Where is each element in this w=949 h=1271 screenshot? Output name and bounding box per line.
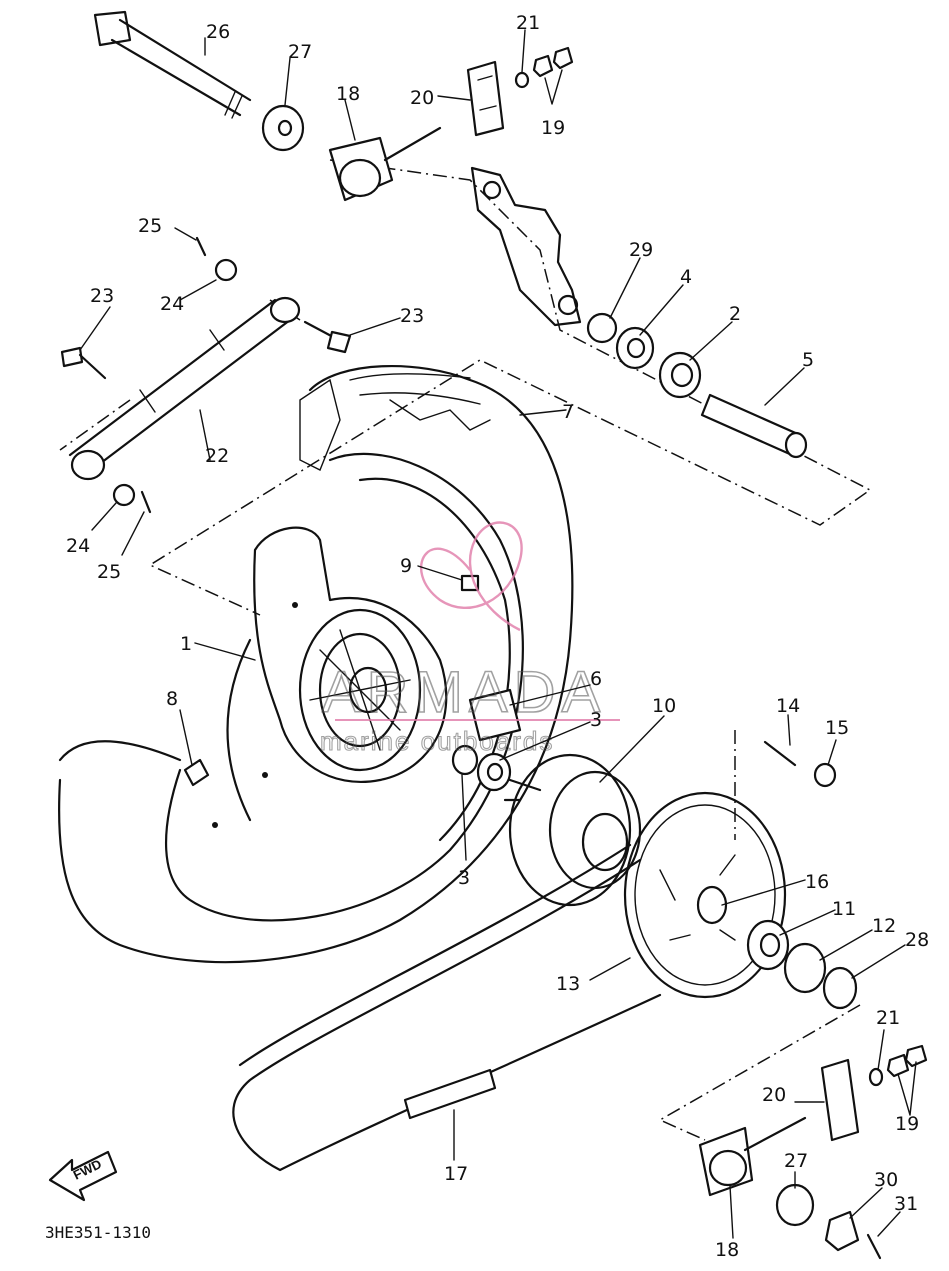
bearing-11 [746,919,790,971]
label-9: 9 [400,555,412,577]
label-20-bottom: 20 [762,1084,786,1106]
label-10: 10 [652,695,676,717]
rear-wheel-assembly [58,364,574,964]
spacer-5 [700,393,808,459]
washer-27-top [261,104,305,152]
drawing-code: 3HE351-1310 [45,1223,151,1242]
chain-puller-20-top [466,60,505,137]
collar-29 [586,312,618,344]
part-number-labels: 26 27 18 20 21 19 29 4 2 5 7 25 24 23 23… [66,12,929,1261]
nut-15 [813,762,837,788]
label-18-bottom: 18 [715,1239,739,1261]
label-26: 26 [206,21,230,43]
stud-14 [763,740,797,767]
torque-rod-22 [68,296,301,481]
label-17: 17 [444,1163,468,1185]
washer-27-bottom [775,1183,815,1227]
washer-21-bottom [868,1067,884,1087]
label-22: 22 [205,445,229,467]
label-21-top: 21 [516,12,540,34]
label-27-top: 27 [288,41,312,63]
castle-nut-30 [824,1210,860,1252]
chain-puller-20-bottom [820,1058,860,1142]
label-18-top: 18 [336,83,360,105]
nuts-19-bottom [886,1044,928,1078]
nut-24-bottom [112,483,136,507]
label-14: 14 [776,695,800,717]
bolt-23-right [303,320,352,354]
watermark: ARMADA marine outboards [319,521,620,757]
bolt-23-left [60,346,107,380]
label-21-bottom: 21 [876,1007,900,1029]
label-27-bottom: 27 [784,1150,808,1172]
label-24-top: 24 [160,293,184,315]
label-12: 12 [872,915,896,937]
bearing-2 [658,351,702,399]
label-31: 31 [894,1193,918,1215]
label-25-top: 25 [138,215,162,237]
label-7: 7 [562,401,574,423]
label-23-left: 23 [90,285,114,307]
label-4: 4 [680,266,692,288]
label-11: 11 [832,898,856,920]
sprocket-13 [623,791,787,999]
label-15: 15 [825,717,849,739]
label-19-top: 19 [541,117,565,139]
watermark-brand: ARMADA [322,660,606,725]
cotter-pin-31 [866,1233,882,1260]
adjuster-18-bottom [698,1116,807,1197]
label-29: 29 [629,239,653,261]
nuts-19-top [532,46,574,78]
label-24-bottom: 24 [66,535,90,557]
label-23-right: 23 [400,305,424,327]
nut-24-top [214,258,238,282]
label-25-bottom: 25 [97,561,121,583]
watermark-logo-icon [419,521,523,632]
leader-lines [79,29,917,1239]
collar-28 [822,966,858,1010]
drive-chain-17 [232,843,662,1172]
label-1: 1 [180,633,192,655]
plate-6 [468,688,522,742]
forward-arrow-icon: FWD [48,1150,118,1202]
oil-seal-12 [783,942,827,994]
label-3-bottom: 3 [458,867,470,889]
label-5: 5 [802,349,814,371]
watermark-tagline: marine outboards [320,726,554,756]
axle-bolt-26 [93,10,252,119]
cotter-pin-25 [140,236,207,514]
valve-8 [183,758,210,787]
adjuster-18-top [328,126,442,202]
caliper-bracket [470,166,582,327]
label-2: 2 [729,303,741,325]
label-13: 13 [556,973,580,995]
oil-seal-4 [615,326,655,370]
label-20-top: 20 [410,87,434,109]
label-19-bottom: 19 [895,1113,919,1135]
label-28: 28 [905,929,929,951]
washer-21-top [514,71,530,89]
label-8: 8 [166,688,178,710]
clutch-hub-10 [503,753,642,907]
label-6: 6 [590,668,602,690]
bearings-3 [451,744,512,792]
label-3-right: 3 [590,709,602,731]
label-30: 30 [874,1169,898,1191]
label-16: 16 [805,871,829,893]
